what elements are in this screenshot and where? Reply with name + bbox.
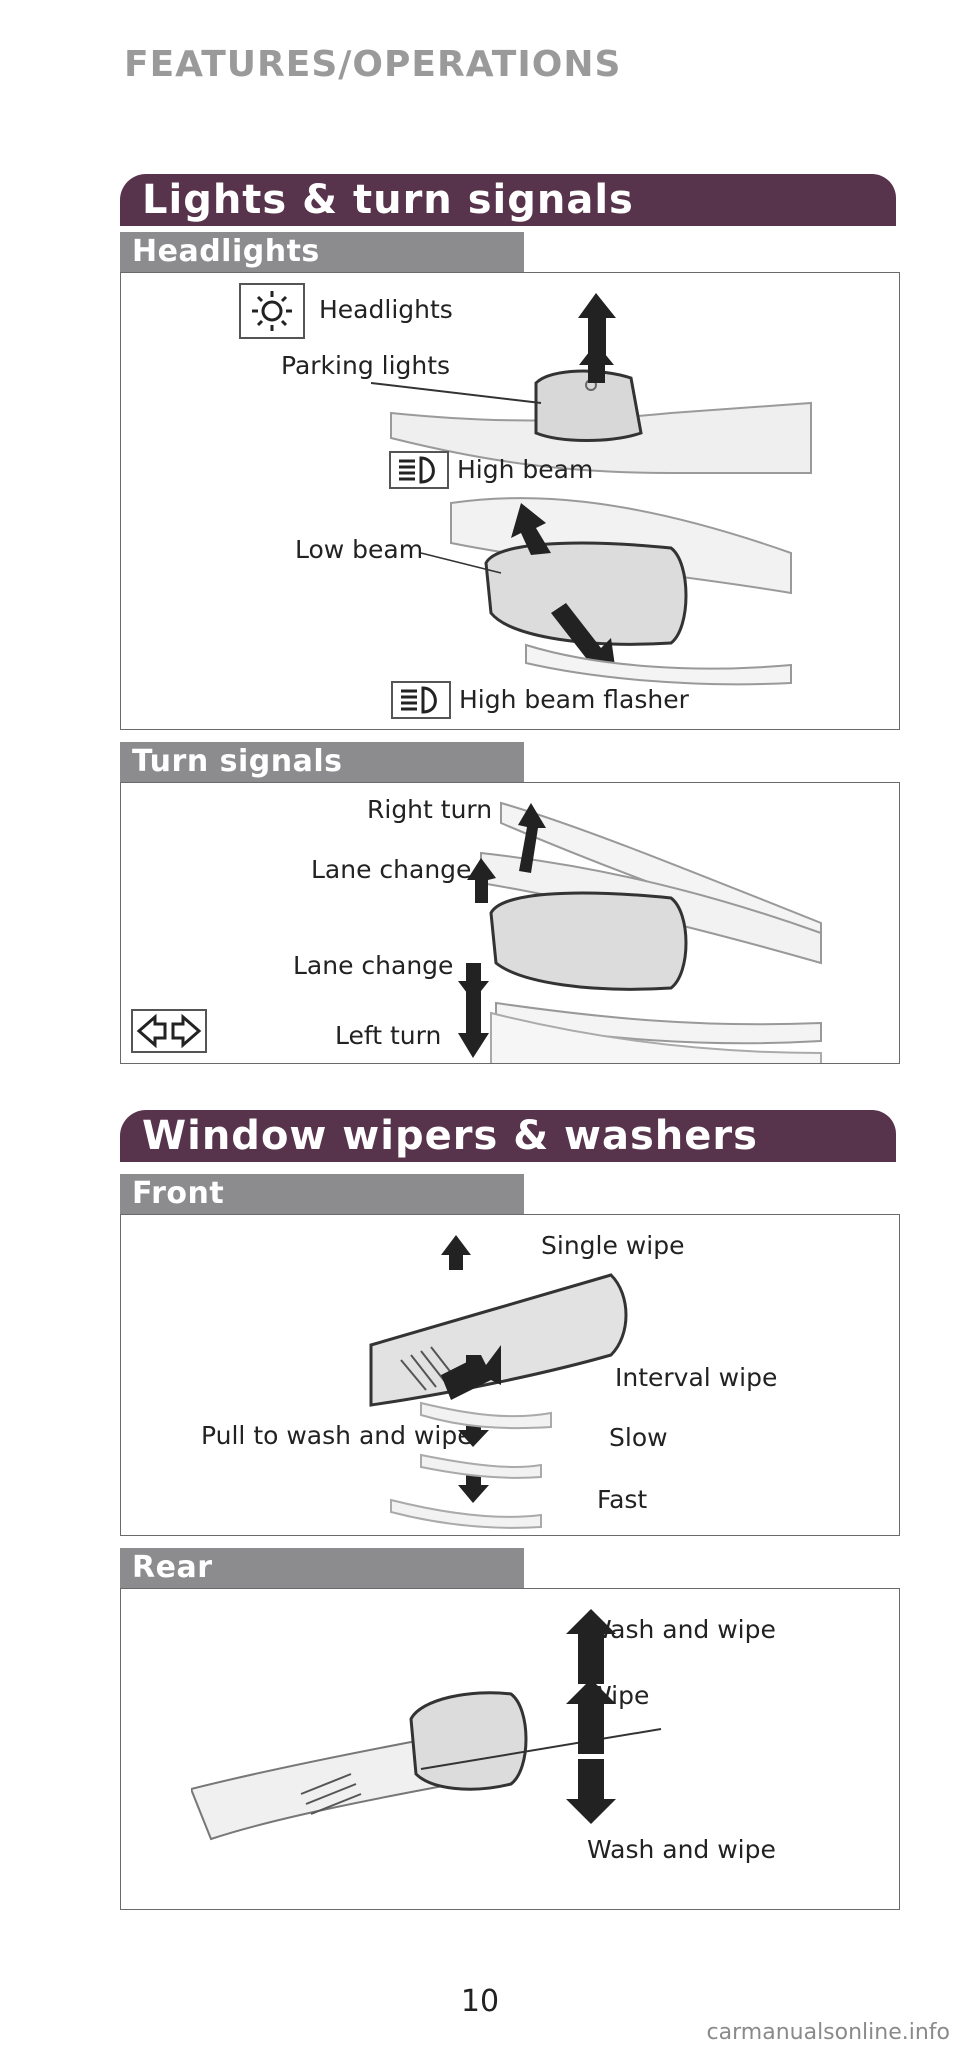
headlight-symbol-icon [239,283,305,339]
high-beam-flasher-icon [391,681,451,719]
label-high-beam: High beam [457,455,594,484]
label-lane-change-up: Lane change [311,855,472,884]
label-wash-and-wipe-top: Wash and wipe [587,1615,776,1644]
turn-signals-panel: Right turn Lane change Lane change Left … [120,782,900,1064]
page-header: FEATURES/OPERATIONS [124,44,622,85]
label-right-turn: Right turn [367,795,493,824]
label-headlights: Headlights [319,295,453,324]
label-high-beam-flasher: High beam flasher [459,685,689,714]
headlight-lever-illustration [371,293,812,686]
label-lane-change-down: Lane change [293,951,454,980]
subsection-banner-front: Front [120,1174,524,1214]
page-number: 10 [460,1984,500,2019]
label-slow: Slow [609,1423,668,1452]
label-wash-and-wipe-bottom: Wash and wipe [587,1835,776,1864]
headlights-panel: Headlights Parking lights High beam Low … [120,272,900,730]
watermark-text: carmanualsonline.info [706,2020,950,2045]
section-banner-wipers: Window wipers & washers [120,1110,896,1162]
subsection-banner-turn-signals: Turn signals [120,742,524,782]
section-banner-lights: Lights & turn signals [120,174,896,226]
label-fast: Fast [597,1485,648,1514]
label-pull-to-wash: Pull to wash and wipe [201,1421,473,1450]
front-wiper-lever-illustration [369,1235,628,1529]
label-wipe: Wipe [587,1681,650,1710]
turn-signal-lever-illustration [458,801,822,1063]
label-single-wipe: Single wipe [541,1231,685,1260]
high-beam-icon [389,451,449,489]
turn-signal-arrows-icon [131,1009,207,1053]
label-parking-lights: Parking lights [281,351,451,380]
subsection-banner-headlights: Headlights [120,232,524,272]
label-interval-wipe: Interval wipe [615,1363,778,1392]
label-low-beam: Low beam [295,535,424,564]
rear-wiper-lever-illustration [191,1609,662,1841]
label-left-turn: Left turn [335,1021,442,1050]
front-wipers-panel: Single wipe Interval wipe Pull to wash a… [120,1214,900,1536]
rear-wipers-panel: Wash and wipe Wipe Wash and wipe [120,1588,900,1910]
subsection-banner-rear: Rear [120,1548,524,1588]
